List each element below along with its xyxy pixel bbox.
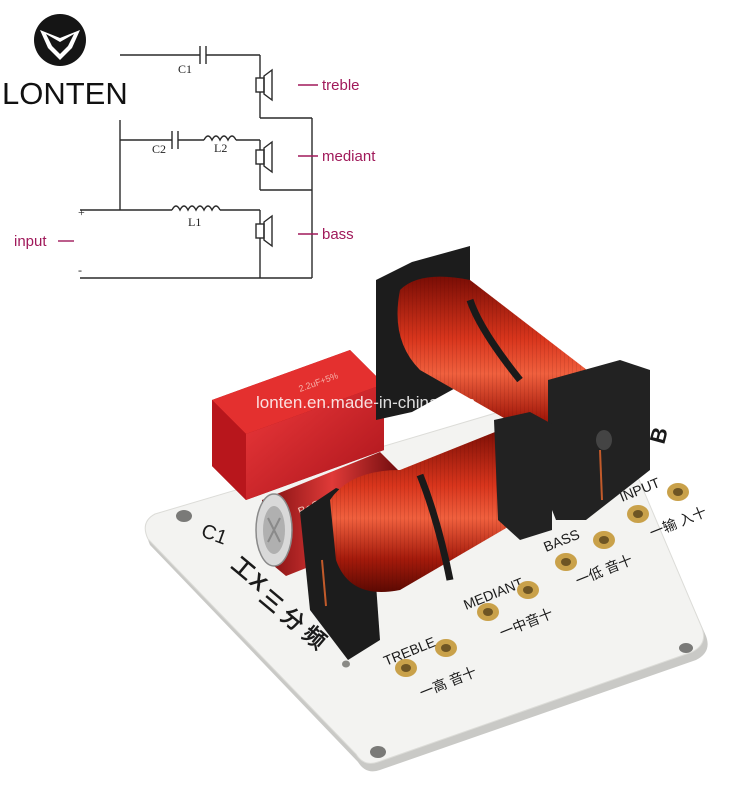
label-l2: L2 xyxy=(214,141,227,155)
crossover-board-photo: C1 B 工 X 三 分 频 TREBLE MEDIANT BASS INPUT… xyxy=(144,246,709,772)
label-mediant: mediant xyxy=(322,148,376,165)
label-c2: C2 xyxy=(152,142,166,156)
label-input: input xyxy=(14,233,47,250)
bass-inductor xyxy=(376,246,650,520)
terminal-bass-plus xyxy=(593,531,615,549)
terminal-input-plus xyxy=(667,483,689,501)
brand-logo: LONTEN xyxy=(0,8,130,111)
crossover-schematic xyxy=(58,46,318,279)
label-l1: L1 xyxy=(188,215,201,229)
terminal-treble-minus xyxy=(395,659,417,677)
label-c1: C1 xyxy=(178,62,192,76)
label-plus: + xyxy=(78,205,85,219)
terminal-mediant-minus xyxy=(477,603,499,621)
terminal-mediant-plus xyxy=(517,581,539,599)
board-label-b: B xyxy=(645,424,673,446)
film-capacitor: 2.2uF+5% xyxy=(212,350,384,500)
board-label-input-cn: 一输 入十 xyxy=(647,504,709,541)
terminal-treble-plus xyxy=(435,639,457,657)
terminal-input-minus xyxy=(627,505,649,523)
brand-name: LONTEN xyxy=(2,76,128,111)
watermark-text: lonten.en.made-in-china.com xyxy=(256,393,475,412)
label-treble: treble xyxy=(322,77,360,94)
shield-icon xyxy=(34,14,86,66)
label-minus: - xyxy=(78,263,82,277)
mediant-inductor xyxy=(300,412,552,660)
terminal-bass-minus xyxy=(555,553,577,571)
label-bass: bass xyxy=(322,226,354,243)
